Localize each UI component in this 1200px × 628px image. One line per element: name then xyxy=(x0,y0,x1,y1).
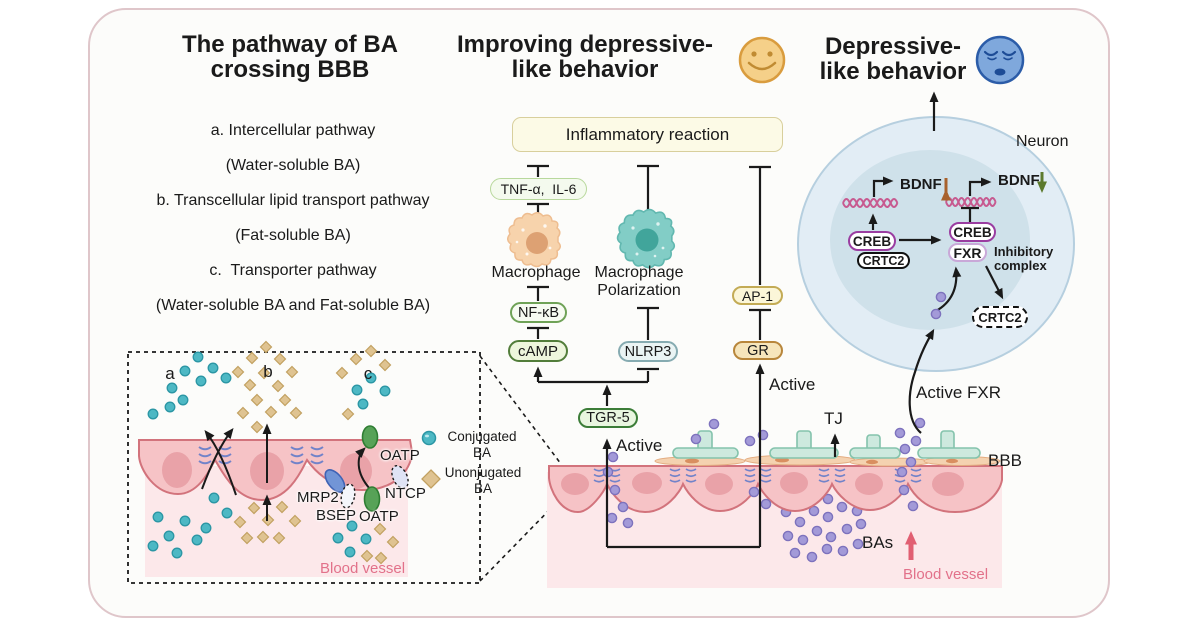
dna-helix-left xyxy=(842,198,899,208)
inset-callout-line-top xyxy=(479,355,562,465)
main-cell-nuclei xyxy=(561,472,964,496)
dna-helix-right xyxy=(945,197,997,207)
blood-vessel-label-main: Blood vessel xyxy=(903,566,989,583)
crtc2-released-pill: CRTC2 xyxy=(972,306,1028,328)
ap1-pill: AP-1 xyxy=(732,286,783,305)
inhibition-tbar xyxy=(527,326,549,339)
active-label-tgr5: Active xyxy=(616,436,663,455)
signaling-lines xyxy=(527,164,771,549)
macrophage-polarization-cell xyxy=(616,208,676,269)
inhibition-tbar xyxy=(637,164,659,213)
oatp-bottom-label: OATP xyxy=(359,508,399,525)
active-fxr-label: Active FXR xyxy=(916,383,1002,402)
tj-label: TJ xyxy=(824,409,843,428)
inhibition-tbar xyxy=(749,165,771,285)
tnf-il6-pill: TNF-α, IL-6 xyxy=(490,178,587,200)
inflammatory-reaction-box: Inflammatory reaction xyxy=(512,117,783,152)
sad-face-icon xyxy=(975,35,1025,85)
bdnf-up-label: BDNF xyxy=(900,176,942,193)
inset-label-b: b xyxy=(263,362,273,381)
right-panel-title: Depressive- like behavior xyxy=(819,33,967,85)
macrophage-label: Macrophage xyxy=(491,264,581,281)
ba-dot-in-neuron xyxy=(930,308,942,320)
neuron-arrows xyxy=(868,176,1004,312)
tgr5-pill: TGR-5 xyxy=(578,408,638,428)
pathway-list-item: (Fat-soluble BA) xyxy=(235,227,351,244)
pathway-list-item: b. Transcellular lipid transport pathway xyxy=(156,192,430,209)
pathway-list-item: a. Intercellular pathway xyxy=(210,122,376,139)
pathway-list-item: (Water-soluble BA) xyxy=(225,157,361,174)
ba-dot-in-neuron xyxy=(935,291,947,303)
middle-panel-title: Improving depressive- like behavior xyxy=(456,31,714,83)
tgr5-branch xyxy=(538,367,659,384)
ntcp-label: NTCP xyxy=(385,485,426,502)
camp-pill: cAMP xyxy=(508,340,568,362)
ba-to-fxr-arrow xyxy=(935,266,962,312)
macrophage-cell xyxy=(506,211,562,268)
neuron-label: Neuron xyxy=(1016,133,1069,150)
inset-label-a: a xyxy=(165,364,175,383)
creb-dna-tbar xyxy=(961,206,979,223)
inset-dashed-box xyxy=(127,351,481,584)
left-panel-title: The pathway of BA crossing BBB xyxy=(181,31,398,83)
bdnf-transcription-arrow-right xyxy=(968,177,992,196)
active-connector xyxy=(607,366,762,549)
bsep-transporter xyxy=(340,483,356,509)
oatp-transporter-bottom xyxy=(363,486,381,512)
main-bbb-section xyxy=(547,417,1003,588)
inset-pathway-arrows xyxy=(201,423,371,521)
inhibitory-complex-label: Inhibitory complex xyxy=(994,244,1054,273)
nlrp3-pill: NLRP3 xyxy=(618,341,678,362)
happy-face-icon xyxy=(738,36,786,84)
bas-label: BAs xyxy=(862,533,894,552)
inhibition-tbar xyxy=(527,285,549,301)
creb-pill-left: CREB xyxy=(848,231,896,251)
gr-pill: GR xyxy=(733,341,783,360)
fxr-pill: FXR xyxy=(948,243,987,262)
conjugated-ba-icon xyxy=(421,430,437,446)
inset-cell-nucleus xyxy=(162,452,192,488)
fxr-crtc2-arrow xyxy=(985,265,1004,300)
mrp2-label: MRP2 xyxy=(297,489,339,506)
bdnf-down-label: BDNF xyxy=(998,172,1040,189)
bbb-label: BBB xyxy=(988,451,1023,470)
ntcp-transporter xyxy=(391,465,409,489)
bsep-label: BSEP xyxy=(316,507,357,524)
inset-tight-junctions xyxy=(198,446,324,465)
astrocyte-endfeet xyxy=(672,430,981,459)
inset-label-c: c xyxy=(363,364,373,383)
nfkb-pill: NF-κB xyxy=(510,302,567,323)
oatp-top-label: OATP xyxy=(380,447,420,464)
active-fxr-arrow xyxy=(908,328,935,434)
inset-pathways xyxy=(127,340,562,584)
pathway-list-item: c. Transporter pathway xyxy=(209,262,377,279)
legend-unconjugated-label: Unonjugated BA xyxy=(444,465,522,496)
bdnf-transcription-arrow-left xyxy=(872,176,894,197)
legend-swatches xyxy=(421,430,441,489)
unconjugated-ba-icon xyxy=(421,469,441,489)
legend-conjugated-label: Conjugated BA xyxy=(447,429,517,460)
oatp-transporter-top xyxy=(361,425,379,449)
inhibition-tbar xyxy=(749,308,771,340)
crtc2-pill-left: CRTC2 xyxy=(857,252,910,269)
active-label-gr: Active xyxy=(769,375,816,394)
creb-pill-right: CREB xyxy=(949,222,996,242)
inhibition-tbar xyxy=(637,306,659,340)
blood-vessel-label-inset: Blood vessel xyxy=(320,560,406,577)
pathway-list-item: (Water-soluble BA and Fat-soluble BA) xyxy=(155,297,431,314)
macrophage-polarization-label: Macrophage Polarization xyxy=(594,264,684,300)
inhibition-tbar xyxy=(527,164,549,177)
